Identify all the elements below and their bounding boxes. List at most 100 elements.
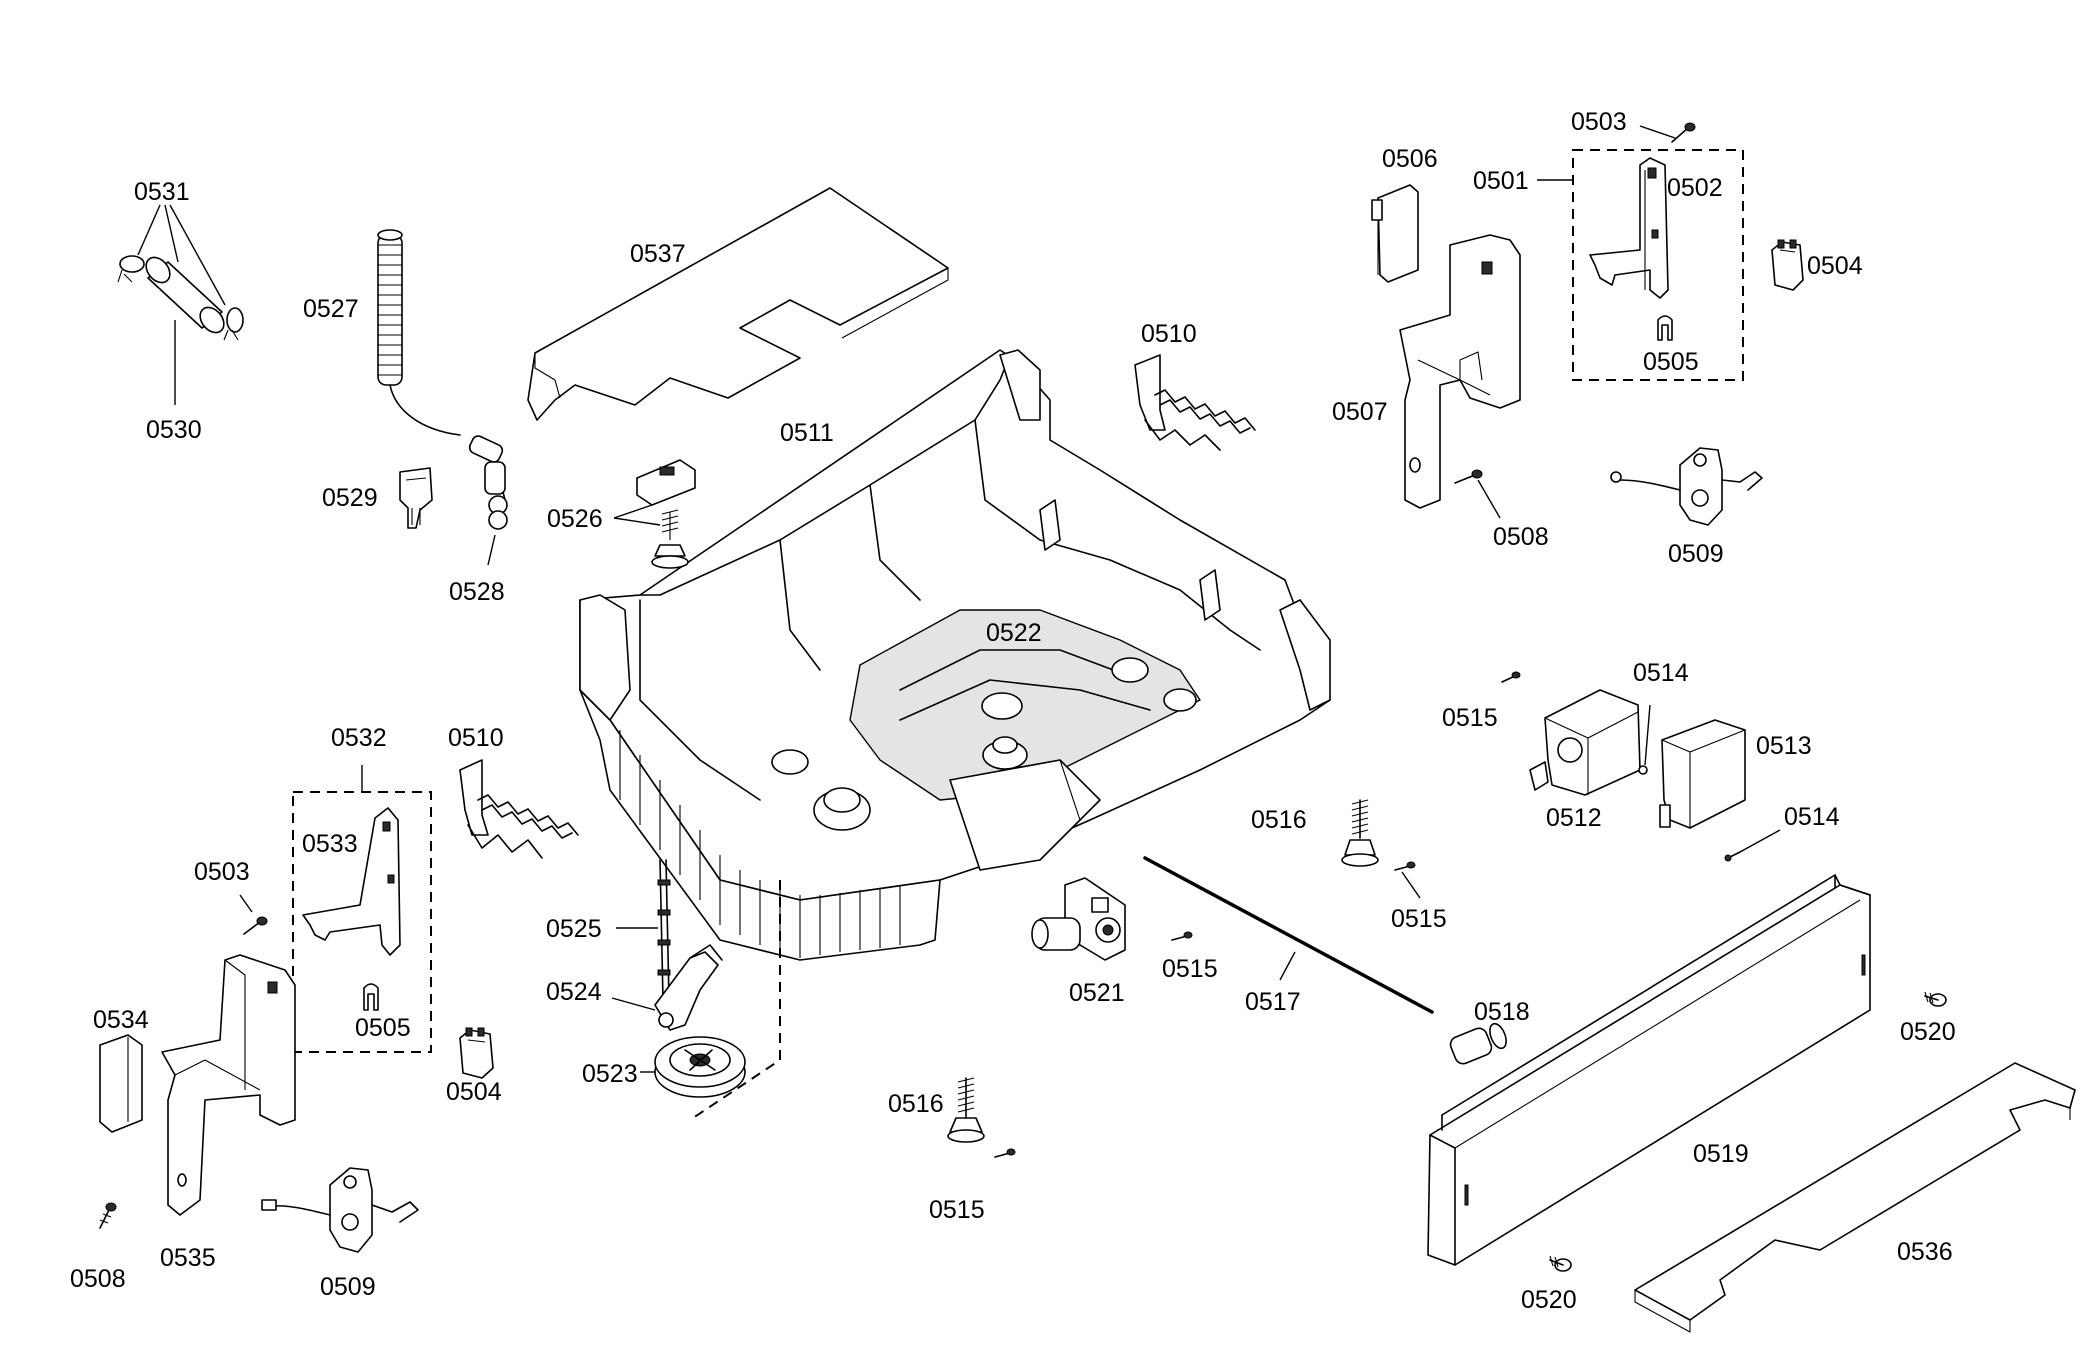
part-0504-clip-upper xyxy=(1771,239,1804,291)
label-0516-upper: 0516 xyxy=(1251,806,1307,834)
part-0520-screw-upper xyxy=(1924,991,1947,1007)
part-0529-clip xyxy=(399,467,433,529)
part-0518-knob xyxy=(1449,1022,1507,1065)
part-0514-screw-lower xyxy=(1724,829,1781,862)
part-0535-bracket-plate xyxy=(161,954,296,1216)
part-0511-base-tub xyxy=(579,349,1331,961)
label-0531: 0531 xyxy=(134,178,190,206)
label-0520-upper: 0520 xyxy=(1900,1018,1956,1046)
part-0509-switch-upper xyxy=(1610,447,1763,526)
part-0515-screw-c xyxy=(1171,931,1193,941)
label-0505-lower: 0505 xyxy=(355,1014,411,1042)
label-0517: 0517 xyxy=(1245,988,1301,1016)
label-0515-a: 0515 xyxy=(1442,704,1498,732)
part-0505-clip-upper xyxy=(1657,315,1673,341)
label-0505-upper: 0505 xyxy=(1643,348,1699,376)
part-0527-vent-hose xyxy=(377,229,461,436)
part-0510-lower-spring xyxy=(459,759,579,859)
part-0504-clip-lower xyxy=(459,1027,494,1079)
label-0515-b: 0515 xyxy=(1391,905,1447,933)
label-0515-c: 0515 xyxy=(1162,955,1218,983)
label-0508-lower: 0508 xyxy=(70,1265,126,1293)
label-0530: 0530 xyxy=(146,416,202,444)
part-0515-screw-d xyxy=(994,1148,1016,1158)
label-0524: 0524 xyxy=(546,978,602,1006)
label-0523: 0523 xyxy=(582,1060,638,1088)
part-0516-leveling-foot-upper xyxy=(1341,799,1379,867)
label-0519: 0519 xyxy=(1693,1140,1749,1168)
label-0504-lower: 0504 xyxy=(446,1078,502,1106)
label-0507: 0507 xyxy=(1332,398,1388,426)
part-0506-bracket xyxy=(1371,184,1419,283)
label-0510-upper: 0510 xyxy=(1141,320,1197,348)
part-0508-screw-lower xyxy=(99,1202,117,1229)
part-0503-screw-lower xyxy=(239,894,268,935)
part-0509-switch-lower xyxy=(261,1167,419,1253)
label-0501: 0501 xyxy=(1473,167,1529,195)
part-0514-screw-upper xyxy=(1638,704,1651,775)
label-0535: 0535 xyxy=(160,1244,216,1272)
part-0531-hose-clamps xyxy=(117,204,244,405)
label-0534: 0534 xyxy=(93,1006,149,1034)
part-0532-bracket-group xyxy=(292,765,432,1053)
part-0524-float-lever xyxy=(611,944,723,1031)
part-0507-bracket-plate xyxy=(1399,234,1521,509)
label-0520-lower: 0520 xyxy=(1521,1286,1577,1314)
part-0526-leveling-foot xyxy=(613,459,696,569)
part-0508-screw-upper xyxy=(1454,469,1501,519)
label-0509-upper: 0509 xyxy=(1668,540,1724,568)
part-0519-front-panel xyxy=(1427,874,1871,1266)
part-0530-hose-sleeve xyxy=(145,256,225,334)
label-0514-lower: 0514 xyxy=(1784,803,1840,831)
label-0513: 0513 xyxy=(1756,732,1812,760)
label-0528: 0528 xyxy=(449,578,505,606)
label-0506: 0506 xyxy=(1382,145,1438,173)
part-0520-screw-lower xyxy=(1549,1255,1572,1272)
part-0536-toe-kick xyxy=(1634,1062,2076,1333)
part-0501-bracket-group xyxy=(1537,149,1744,381)
label-0508-upper: 0508 xyxy=(1493,523,1549,551)
label-0532: 0532 xyxy=(331,724,387,752)
label-0511: 0511 xyxy=(780,419,834,447)
label-0514-upper: 0514 xyxy=(1633,659,1689,687)
part-0537-cover-plate xyxy=(527,187,949,421)
label-0536: 0536 xyxy=(1897,1238,1953,1266)
part-0517-rod xyxy=(1143,856,1434,1014)
label-0518: 0518 xyxy=(1474,998,1530,1026)
part-0502-hinge-bracket xyxy=(1589,157,1669,299)
part-0513-switch-cover xyxy=(1659,719,1746,829)
label-0522: 0522 xyxy=(986,619,1042,647)
part-0528-hose-grommet xyxy=(468,435,508,566)
part-0505-clip-lower xyxy=(363,983,379,1011)
label-0537: 0537 xyxy=(630,240,686,268)
label-0503-upper: 0503 xyxy=(1571,108,1627,136)
label-0533: 0533 xyxy=(302,830,358,858)
label-0516-lower: 0516 xyxy=(888,1090,944,1118)
label-0526: 0526 xyxy=(547,505,603,533)
part-0515-screw-a xyxy=(1501,671,1521,683)
part-0525-float-rod xyxy=(616,859,671,1001)
part-0523-float xyxy=(640,1036,746,1098)
part-0510-upper-spring xyxy=(1134,354,1256,451)
part-0521-inlet-valve xyxy=(1031,877,1126,961)
label-0503-lower: 0503 xyxy=(194,858,250,886)
part-0512-switch-housing xyxy=(1529,689,1641,796)
part-labels: 0501 0502 0503 0503 0504 0504 0505 0505 … xyxy=(70,108,1956,1314)
part-0516-leveling-foot-lower xyxy=(947,1077,985,1143)
part-0515-screw-b xyxy=(1394,861,1421,899)
connector-bracket xyxy=(689,880,781,1121)
part-0533-hinge-bracket xyxy=(302,807,401,956)
label-0525: 0525 xyxy=(546,915,602,943)
label-0529: 0529 xyxy=(322,484,378,512)
label-0504-upper: 0504 xyxy=(1807,252,1863,280)
label-0509-lower: 0509 xyxy=(320,1273,376,1301)
label-0510-lower: 0510 xyxy=(448,724,504,752)
label-0521: 0521 xyxy=(1069,979,1125,1007)
part-0534-side-trim xyxy=(99,1034,143,1133)
label-0512: 0512 xyxy=(1546,804,1602,832)
label-0527: 0527 xyxy=(303,295,359,323)
label-0502: 0502 xyxy=(1667,174,1723,202)
label-0515-d: 0515 xyxy=(929,1196,985,1224)
part-0503-screw-upper xyxy=(1639,122,1696,143)
